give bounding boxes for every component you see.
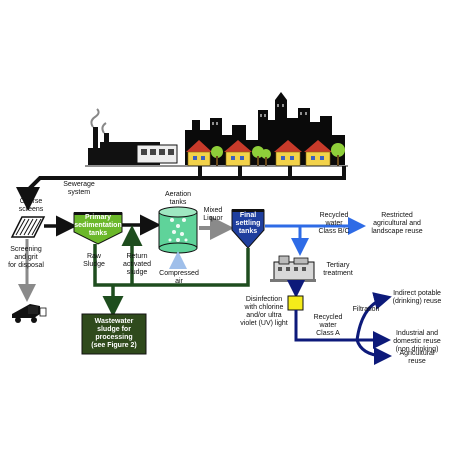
sewer-pipes [16, 166, 346, 211]
label-raw-sludge: Raw Sludge [83, 253, 105, 268]
label-tertiary-treatment: Tertiary treatment [323, 262, 353, 277]
label-recycled-a: Recycled water Class A [313, 314, 343, 337]
label-recycled-bc: Recycled water Class B/C [318, 212, 350, 235]
label-disinfection: Disinfection with chlorine and/or ultra … [240, 296, 288, 327]
label-industrial-domestic: Industrial and domestic reuse (non drink… [393, 330, 441, 353]
label-filtration: Filtration [352, 306, 380, 313]
disinfection-unit [287, 295, 304, 311]
sludge-flows [93, 225, 250, 317]
label-sewerage-system: Sewerage system [63, 181, 95, 196]
houses-row [186, 140, 345, 167]
label-compressed-air: Compressed air [159, 270, 199, 285]
label-final-settling: Final settling tanks [235, 212, 261, 235]
label-sludge-processing: Wastewater sludge for processing (see Fi… [91, 318, 137, 349]
final-settling-tank [231, 209, 265, 249]
label-aeration-tanks: Aeration tanks [164, 191, 192, 206]
coarse-screen-icon [10, 216, 46, 238]
label-indirect-potable: Indirect potable (drinking) reuse [392, 290, 442, 305]
city-skyline [88, 92, 345, 165]
label-return-activated-sludge: Return activated sludge [122, 253, 152, 276]
tertiary-treatment-plant-icon [270, 255, 316, 282]
label-coarse-screens: Coarse screens [18, 198, 44, 213]
label-agricultural-reuse: Agricultural reuse [399, 350, 435, 365]
primary-sedimentation-tank [73, 212, 123, 245]
label-screening-grit: Screening and grit for disposal [8, 246, 44, 269]
flow-class-a-branches [294, 292, 392, 365]
grit-disposal-truck-icon [12, 304, 47, 323]
label-primary-tanks: Primary sedimentation tanks [74, 214, 122, 237]
label-restricted-reuse: Restricted agricultural and landscape re… [371, 212, 423, 235]
sludge-processing-box [81, 313, 147, 355]
aeration-tank [158, 206, 198, 254]
label-mixed-liquor: Mixed Liquor [203, 207, 223, 222]
